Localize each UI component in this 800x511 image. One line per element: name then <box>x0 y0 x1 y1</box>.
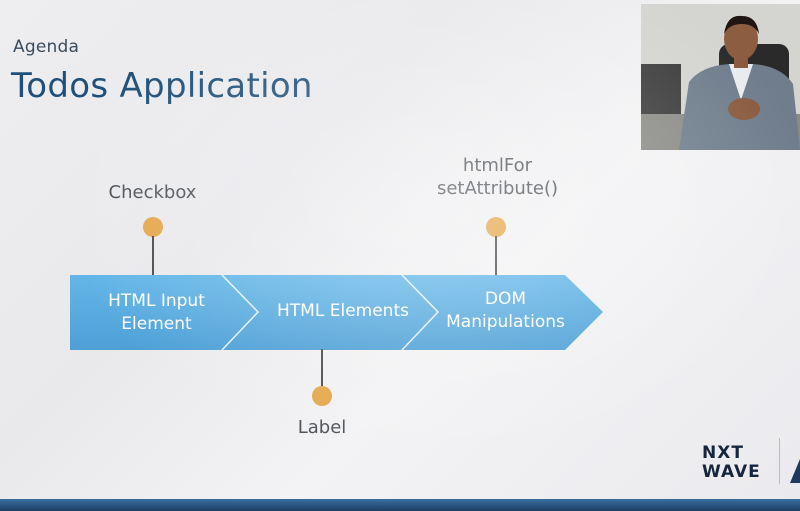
agenda-label: Agenda <box>13 37 80 57</box>
callout-checkbox-dot <box>143 217 163 237</box>
chevron-segment-1 <box>70 275 258 350</box>
callout-label-label: Label <box>297 417 347 438</box>
logo-line1: NXT <box>702 443 744 463</box>
callout-checkbox-stem <box>152 236 154 276</box>
callout-htmlfor-stem <box>495 236 497 276</box>
chevron-divider-1 <box>221 275 260 350</box>
callout-htmlfor-label: htmlFor setAttribute() <box>420 154 575 200</box>
logo-divider <box>779 438 780 484</box>
presenter-webcam-video <box>641 4 800 150</box>
logo-line2: WAVE <box>702 462 761 482</box>
process-chevron-bar <box>70 275 603 350</box>
chevron-divider-2 <box>401 275 440 350</box>
chevron-segment-3 <box>400 275 603 350</box>
callout-label-dot <box>312 386 332 406</box>
callout-checkbox-label: Checkbox <box>108 182 197 203</box>
callout-htmlfor-line1: htmlFor <box>462 155 533 176</box>
callout-htmlfor-line2: setAttribute() <box>436 178 559 199</box>
segment-label-html-elements: HTML Elements <box>258 300 428 323</box>
nxtwave-logo: NXT WAVE <box>702 444 761 482</box>
segment-1-line1: HTML Input <box>108 291 205 311</box>
screen-bottom-edge <box>0 499 800 511</box>
page-title: Todos Application <box>11 66 313 106</box>
presenter-image <box>641 4 800 150</box>
callout-htmlfor-dot <box>486 217 506 237</box>
partner-logo-icon <box>790 459 800 483</box>
callout-label-stem <box>321 349 323 389</box>
segment-1-line2: Element <box>121 314 192 334</box>
segment-2-line1: HTML Elements <box>277 301 409 321</box>
segment-label-html-input-element: HTML Input Element <box>84 290 229 336</box>
segment-3-line1: DOM <box>484 289 527 309</box>
segment-label-dom-manipulations: DOM Manipulations <box>433 288 578 334</box>
segment-3-line2: Manipulations <box>446 312 565 332</box>
chevron-segment-2 <box>220 275 438 350</box>
